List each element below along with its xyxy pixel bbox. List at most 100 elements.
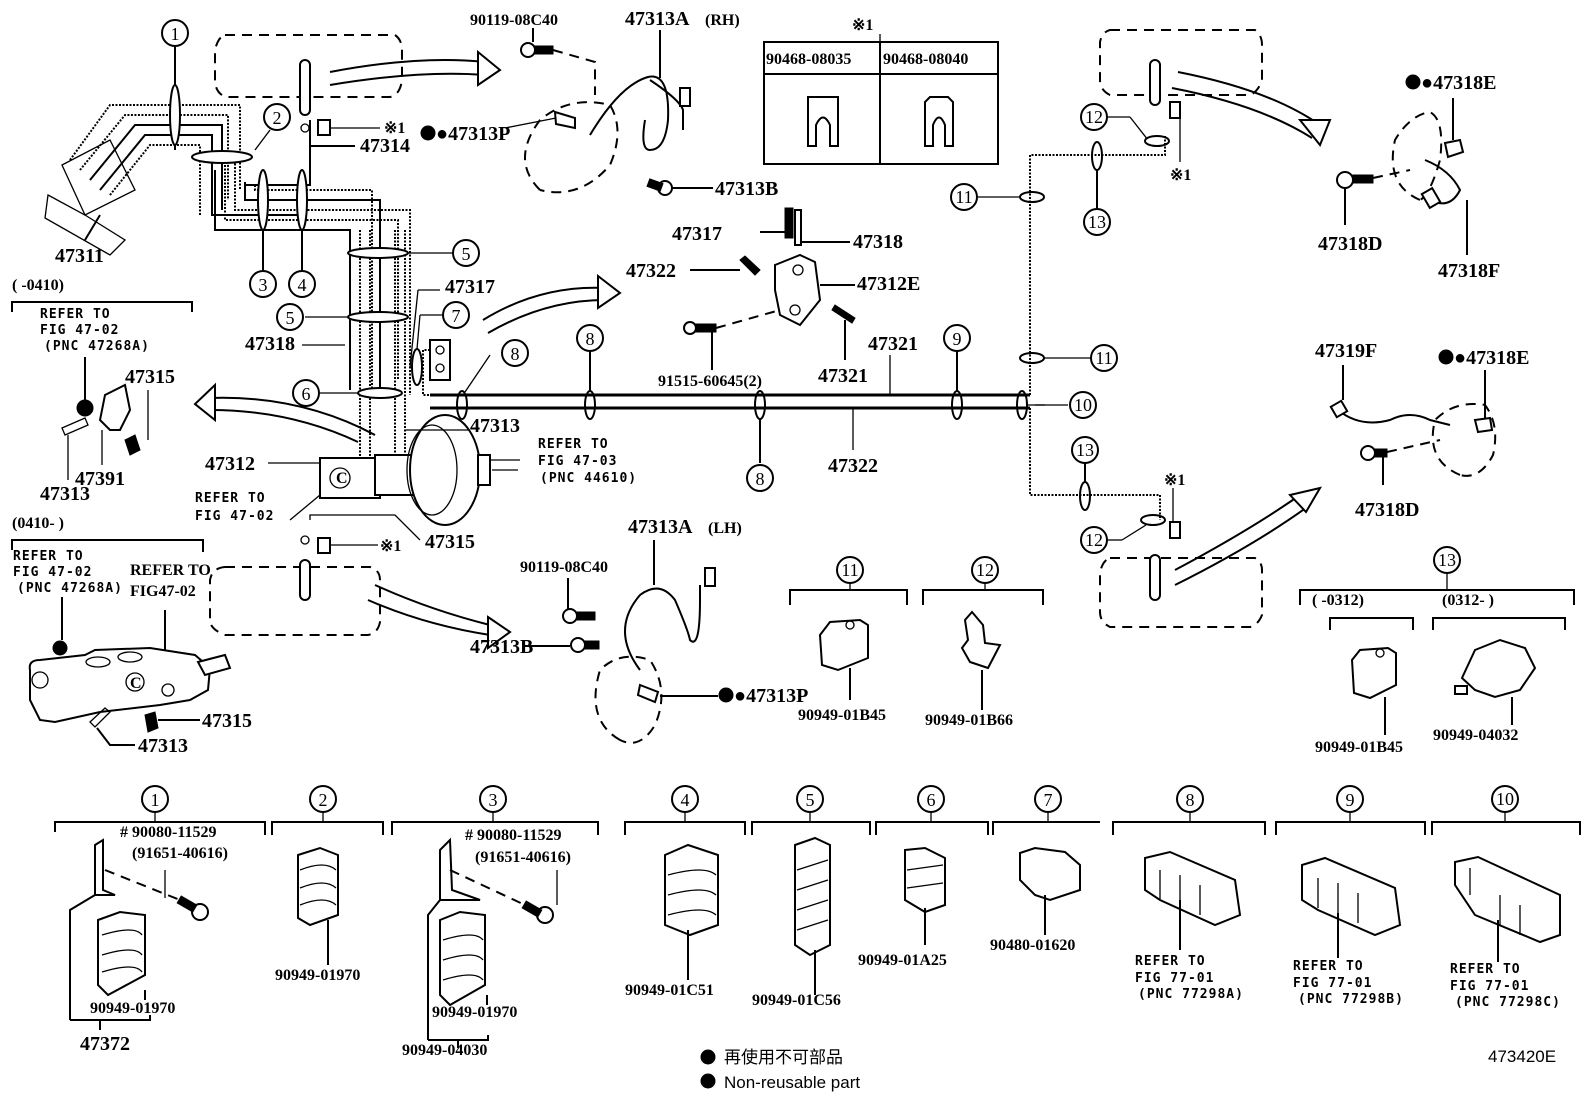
clamp-13-early-part: 90949-01B45 [1315,739,1403,756]
label-47318: 47318 [245,333,295,355]
callout-5a: 5 [347,239,480,267]
svg-text:8: 8 [511,344,520,364]
mc-late-refer-line3: (PNC 47268A) [17,581,123,596]
legend: 再使用不可部品 Non-reusable part [700,1047,860,1092]
mc-early-refer-line3: (PNC 47268A) [44,339,150,354]
callout-4-top: 4 [288,169,316,298]
svg-text:8: 8 [1186,790,1195,810]
callout-8c: 8 [746,390,774,492]
clamp-9-refer-line1: REFER TO [1293,959,1364,974]
mc-early-label-47315: 47315 [125,366,175,388]
callout-13a: 13 [1083,141,1111,236]
refer-47-02-line1: REFER TO [195,491,266,506]
arrow-to-rear-upper [1171,71,1332,147]
rear-lower-group: 47319F ●47318E 47318D [1315,340,1529,521]
mc-late-range: (0410- ) [12,515,64,532]
svg-text:6: 6 [302,384,311,404]
clamp-12-icon [960,610,1002,670]
clip-table: ※1 90468-08035 90468-08040 [763,17,999,165]
rh-clip-label: ●47313P [436,123,510,145]
callout-8b: 8 [576,324,604,420]
master-cylinder-block [44,139,136,256]
clamp-9-refer-line3: (PNC 77298B) [1298,992,1404,1007]
clamp-11-part: 90949-01B45 [798,707,886,724]
bottom-clamp-4: 4 90949-01C51 [624,785,746,999]
clamp-3-part: 90949-01970 [432,1004,517,1021]
svg-text:11: 11 [955,187,972,207]
clamp-11-group: 11 90949-01B45 [789,556,908,724]
clamp-6-part: 90949-01A25 [858,952,947,969]
clip-table-header-1: 90468-08035 [766,51,851,68]
rear-brake-lines [430,135,1166,520]
clamp-1-bolt: # 90080-11529 [120,824,216,841]
svg-text:7: 7 [1044,790,1053,810]
label-47311: 47311 [55,245,104,267]
brake-booster: C [319,414,520,526]
arrow-to-rh-front [329,49,502,87]
clip-icon-08040 [924,96,954,147]
label-47315: 47315 [425,531,475,553]
inset-front-upper: ※1 [214,34,405,137]
clamp-8-icon [1144,850,1242,927]
rear-upper-bolt-label: 47318D [1318,233,1382,255]
bottom-clamp-6: 6 90949-01A25 [858,785,989,969]
clamp-9-refer-line2: FIG 77-01 [1293,976,1372,991]
clamp-12-group: 12 90949-01B66 [922,556,1044,729]
rear-upper-group: ●47318E 47318D 47318F [1318,72,1500,282]
main-labels: 47311 47314 47318 47317 47313 47312 REFE… [55,135,920,553]
clamp-10-refer-line1: REFER TO [1450,962,1521,977]
clamp-10-refer-line3: (PNC 77298C) [1455,995,1561,1010]
svg-text:10: 10 [1074,395,1092,415]
refer-47-03-line2: FIG 47-03 [538,454,617,469]
rear-lower-bolt-label: 47318D [1355,499,1419,521]
refer-47-02-line2: FIG 47-02 [195,509,274,524]
svg-text:5: 5 [462,244,471,264]
inset-rear-upper: ※1 [1099,29,1263,184]
callout-8a: 8 [456,339,529,420]
callout-11a: 11 [950,183,1045,211]
bottom-clamp-8: 8 REFER TO FIG 77-01 (PNC 77298A) [1112,785,1266,1002]
svg-text:11: 11 [841,560,858,580]
legend-jp: 再使用不可部品 [724,1047,843,1067]
label-47322-valve: 47322 [626,260,676,282]
rear-upper-clip-label: ●47318E [1421,72,1496,94]
label-47314: 47314 [360,135,410,157]
mc-late-label-47313: 47313 [138,735,188,757]
mc-late-label-47315: 47315 [202,710,252,732]
label-47318-valve: 47318 [853,231,903,253]
figure-id: 473420E [1488,1047,1556,1066]
junction-block [422,339,451,396]
rh-front-hose-group: 90119-08C40 47313A (RH) ●47313P 47313B [420,8,778,200]
rear-upper-hose-label: 47318F [1438,260,1500,282]
clamp-13-late-part: 90949-04032 [1433,727,1518,744]
rear-lower-tube-label: 47319F [1315,340,1377,362]
clamp-1-part: 90949-01970 [90,1000,175,1017]
bottom-clamp-9: 9 REFER TO FIG 77-01 (PNC 77298B) [1275,785,1426,1007]
svg-text:5: 5 [806,790,815,810]
svg-text:10: 10 [1496,789,1514,809]
clamp-6-icon [904,846,946,914]
proportioning-valve [683,207,856,335]
svg-text:12: 12 [1085,530,1103,550]
master-cylinder-body [28,646,212,724]
mc-early-group: ( -0410) REFER TO FIG 47-02 (PNC 47268A)… [11,277,193,505]
label-47322: 47322 [828,455,878,477]
clamp-12-part: 90949-01B66 [925,712,1013,729]
rh-bolt-label: 90119-08C40 [470,12,558,29]
arrow-to-mc-detail [193,382,376,443]
rear-lower-clip-label: ●47318E [1454,347,1529,369]
bottom-clamp-1: 1 # 90080-11529 (91651-40616) 90949-0197… [54,785,266,1055]
arrow-to-valve [482,273,622,334]
mc-late-refer2-line2: FIG47-02 [130,583,196,600]
lh-bolt-label: 90119-08C40 [520,559,608,576]
clip-icon-08035 [807,96,839,147]
svg-text:C: C [336,470,348,487]
callout-3-top: 3 [249,169,277,298]
inset-rear-lower: ※1 [1099,472,1263,628]
svg-text:8: 8 [756,469,765,489]
callout-12a: 12 [1080,103,1170,147]
svg-text:8: 8 [586,329,595,349]
mc-late-refer-line1: REFER TO [13,549,84,564]
svg-text:6: 6 [927,790,936,810]
clamp-1-bolt-alt: (91651-40616) [132,845,228,862]
